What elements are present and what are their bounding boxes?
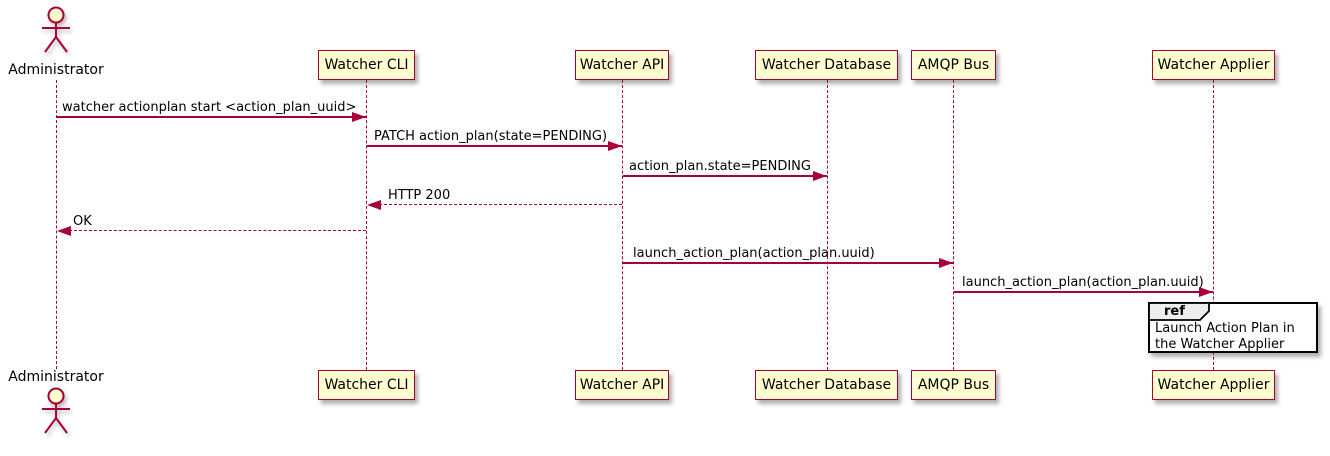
lifeline-watcher-database (827, 80, 828, 370)
message-line (367, 145, 622, 147)
participant-watcher-applier-bottom: Watcher Applier (1152, 370, 1275, 400)
message-line (57, 116, 366, 118)
participant-amqp-bus-bottom: AMQP Bus (911, 370, 996, 400)
lifeline-amqp-bus (953, 80, 954, 370)
participant-label: AMQP Bus (917, 377, 990, 393)
lifeline-watcher-applier (1213, 80, 1214, 370)
participant-watcher-api-bottom: Watcher API (575, 370, 669, 400)
message-label: action_plan.state=PENDING (629, 159, 811, 174)
message-line (623, 175, 827, 177)
actor-label-top: Administrator (8, 62, 104, 78)
message-line (954, 291, 1213, 293)
lifeline-watcher-api (622, 80, 623, 370)
actor-icon (42, 6, 70, 53)
message-label: HTTP 200 (388, 188, 451, 203)
participant-watcher-database-top: Watcher Database (755, 50, 898, 80)
arrowhead-right-icon (1199, 287, 1213, 297)
ref-text: Launch Action Plan in the Watcher Applie… (1155, 321, 1295, 352)
message-label: PATCH action_plan(state=PENDING) (374, 129, 608, 144)
participant-watcher-database-bottom: Watcher Database (755, 370, 898, 400)
participant-label: Watcher API (579, 57, 665, 73)
arrowhead-left-icon (367, 200, 381, 210)
ref-fragment: ref Launch Action Plan in the Watcher Ap… (1148, 302, 1318, 353)
message-label: launch_action_plan(action_plan.uuid) (962, 275, 1204, 290)
message-line (379, 204, 622, 205)
participant-amqp-bus-top: AMQP Bus (911, 50, 996, 80)
participant-watcher-api-top: Watcher API (575, 50, 669, 80)
participant-label: Watcher Applier (1157, 377, 1270, 393)
participant-label: AMQP Bus (917, 57, 990, 73)
message-label: launch_action_plan(action_plan.uuid) (633, 246, 875, 261)
lifeline-administrator (56, 80, 57, 369)
message-line (623, 262, 953, 264)
message-label: watcher actionplan start <action_plan_uu… (62, 100, 357, 115)
arrowhead-right-icon (813, 171, 827, 181)
ref-pentagon-shape (1148, 302, 1210, 321)
arrowhead-right-icon (939, 258, 953, 268)
actor-icon (42, 387, 70, 434)
participant-watcher-cli-top: Watcher CLI (318, 50, 415, 80)
participant-label: Watcher Applier (1157, 57, 1270, 73)
arrowhead-right-icon (608, 141, 622, 151)
message-line (69, 230, 366, 231)
arrowhead-right-icon (352, 112, 366, 122)
message-label: OK (73, 214, 92, 229)
participant-label: Watcher Database (761, 377, 892, 393)
participant-label: Watcher CLI (324, 57, 409, 73)
participant-label: Watcher Database (761, 57, 892, 73)
participant-label: Watcher CLI (324, 377, 409, 393)
arrowhead-left-icon (57, 226, 71, 236)
participant-label: Watcher API (579, 377, 665, 393)
participant-watcher-cli-bottom: Watcher CLI (318, 370, 415, 400)
lifeline-watcher-cli (366, 80, 367, 370)
actor-label-bottom: Administrator (8, 369, 104, 385)
participant-watcher-applier-top: Watcher Applier (1152, 50, 1275, 80)
ref-keyword: ref (1164, 304, 1185, 319)
